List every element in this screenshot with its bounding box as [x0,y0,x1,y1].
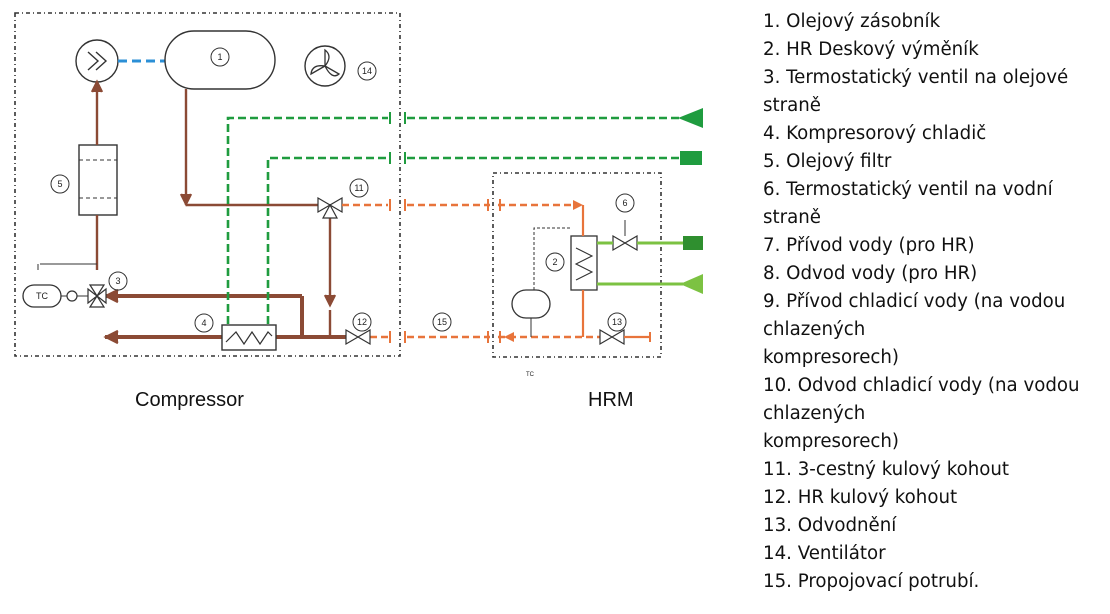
hr-plate-exchanger: 2 [545,235,598,291]
fan-icon: 14 [304,45,377,87]
oil-filter: 5 [50,144,118,216]
legend-item: 1. Olejový zásobník [763,11,941,32]
legend-item: 2. HR Deskový výměník [763,39,979,60]
return-water-lines [342,203,600,339]
cooling-water-outlet [680,151,702,165]
compressor-symbol [75,39,119,83]
compressor-caption: Compressor [135,389,244,411]
legend-item: 4. Kompresorový chladič [763,123,987,144]
legend-item: 15. Propojovací potrubí. [763,571,980,592]
marker-1: 1 [217,52,222,62]
legend-item: 5. Olejový filtr [763,151,892,172]
oil-tank: 1 [164,30,276,90]
legend-item: 8. Odvod vody (pro HR) [763,263,978,284]
compressor-cooler: 4 [194,313,277,351]
marker-15: 15 [437,317,447,327]
tc-small-label: TC [526,372,535,378]
hr-ball-valve: 12 [345,312,372,346]
drain-valve: 13 [599,312,651,346]
marker-4: 4 [201,318,206,328]
return-arrow [573,200,583,210]
legend-item: 7. Přívod vody (pro HR) [763,235,975,256]
hrm-caption: HRM [588,389,634,411]
legend-item: 10. Odvod chladicí vody (na vodou chlaze… [763,375,1080,452]
cooling-water-inlet-arrow [678,108,703,128]
hr-water-lines [597,241,683,286]
cooling-water-lines [226,116,685,324]
compressor-frame [14,12,401,357]
return-inlet-arrow [504,332,514,342]
hr-water-outlet-arrow [680,274,703,294]
hr-water-inlet [683,236,703,250]
thermostat-valve-water: 6 [612,193,638,252]
tc-label: TC [36,291,48,301]
legend-item: 3. Termostatický ventil na olejové stran… [763,67,1069,116]
legend-item: 13. Odvodnění [763,515,897,536]
legend-item: 9. Přívod chladicí vody (na vodou chlaze… [763,291,1066,368]
three-way-valve: 11 [317,178,369,219]
buffer-vessel [511,289,551,319]
marker-11: 11 [354,183,363,193]
return-pipe-breaks [389,199,501,343]
marker-3: 3 [115,276,120,286]
hrm-frame [492,172,662,358]
marker-15-circle [432,312,452,332]
legend-item: 12. HR kulový kohout [763,487,958,508]
component-legend: 1. Olejový zásobník 2. HR Deskový výmění… [763,8,1103,596]
legend-item: 11. 3-cestný kulový kohout [763,459,1010,480]
thermostat-valve-oil: TC 3 [22,263,128,308]
schematic-diagram: 1 14 5 TC [14,12,703,411]
sensor-line [533,227,571,290]
oil-lines [90,79,346,345]
legend-item: 14. Ventilátor [763,543,886,564]
marker-14: 14 [362,66,372,76]
marker-5: 5 [57,179,62,189]
marker-2: 2 [552,257,557,267]
marker-13: 13 [612,317,622,327]
pipe-breaks [389,112,406,164]
marker-6: 6 [622,198,627,208]
legend-item: 6. Termostatický ventil na vodní straně [763,179,1053,228]
marker-12: 12 [357,317,367,327]
